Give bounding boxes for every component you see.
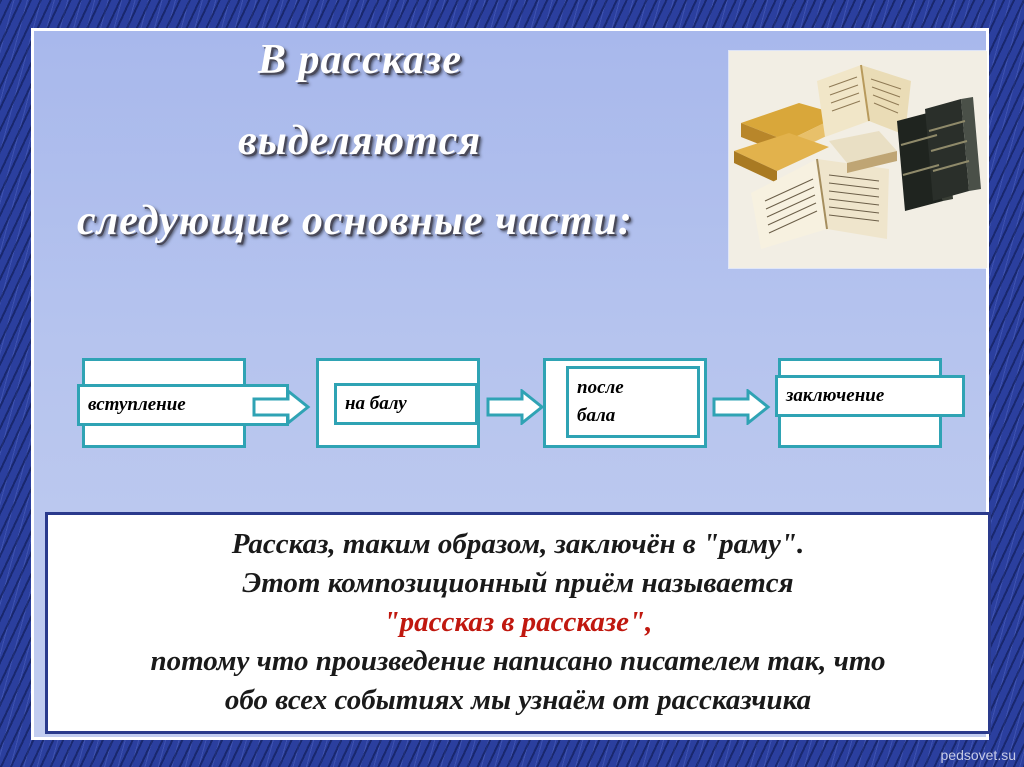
part-label-after-ball-line2: бала: [577, 405, 616, 426]
summary-line-3-highlight: "рассказ в рассказе",: [383, 606, 653, 638]
summary-line-1: Рассказ, таким образом, заключён в "раму…: [231, 528, 805, 560]
part-label-at-ball: на балу: [334, 383, 478, 425]
summary-line-5: обо всех событиях мы узнаём от рассказчи…: [224, 684, 812, 716]
title-line-1: В рассказе: [258, 37, 463, 83]
summary-panel: Рассказ, таким образом, заключён в "раму…: [45, 512, 991, 734]
arrow-right-icon: [712, 389, 771, 425]
summary-line-4: потому что произведение написано писател…: [150, 645, 886, 677]
watermark: pedsovet.su: [940, 747, 1017, 763]
part-label-conclusion: заключение: [775, 375, 965, 417]
summary-line-2: Этот композиционный приём называется: [242, 567, 794, 599]
part-label-after-ball: после бала: [566, 366, 700, 438]
arrow-right-icon: [486, 389, 545, 425]
part-label-after-ball-line1: после: [577, 377, 624, 398]
old-books-photo: [729, 51, 987, 268]
arrow-right-icon: [252, 389, 311, 425]
title-line-2: выделяются: [238, 118, 482, 164]
title-line-3: следующие основные части:: [77, 198, 633, 244]
